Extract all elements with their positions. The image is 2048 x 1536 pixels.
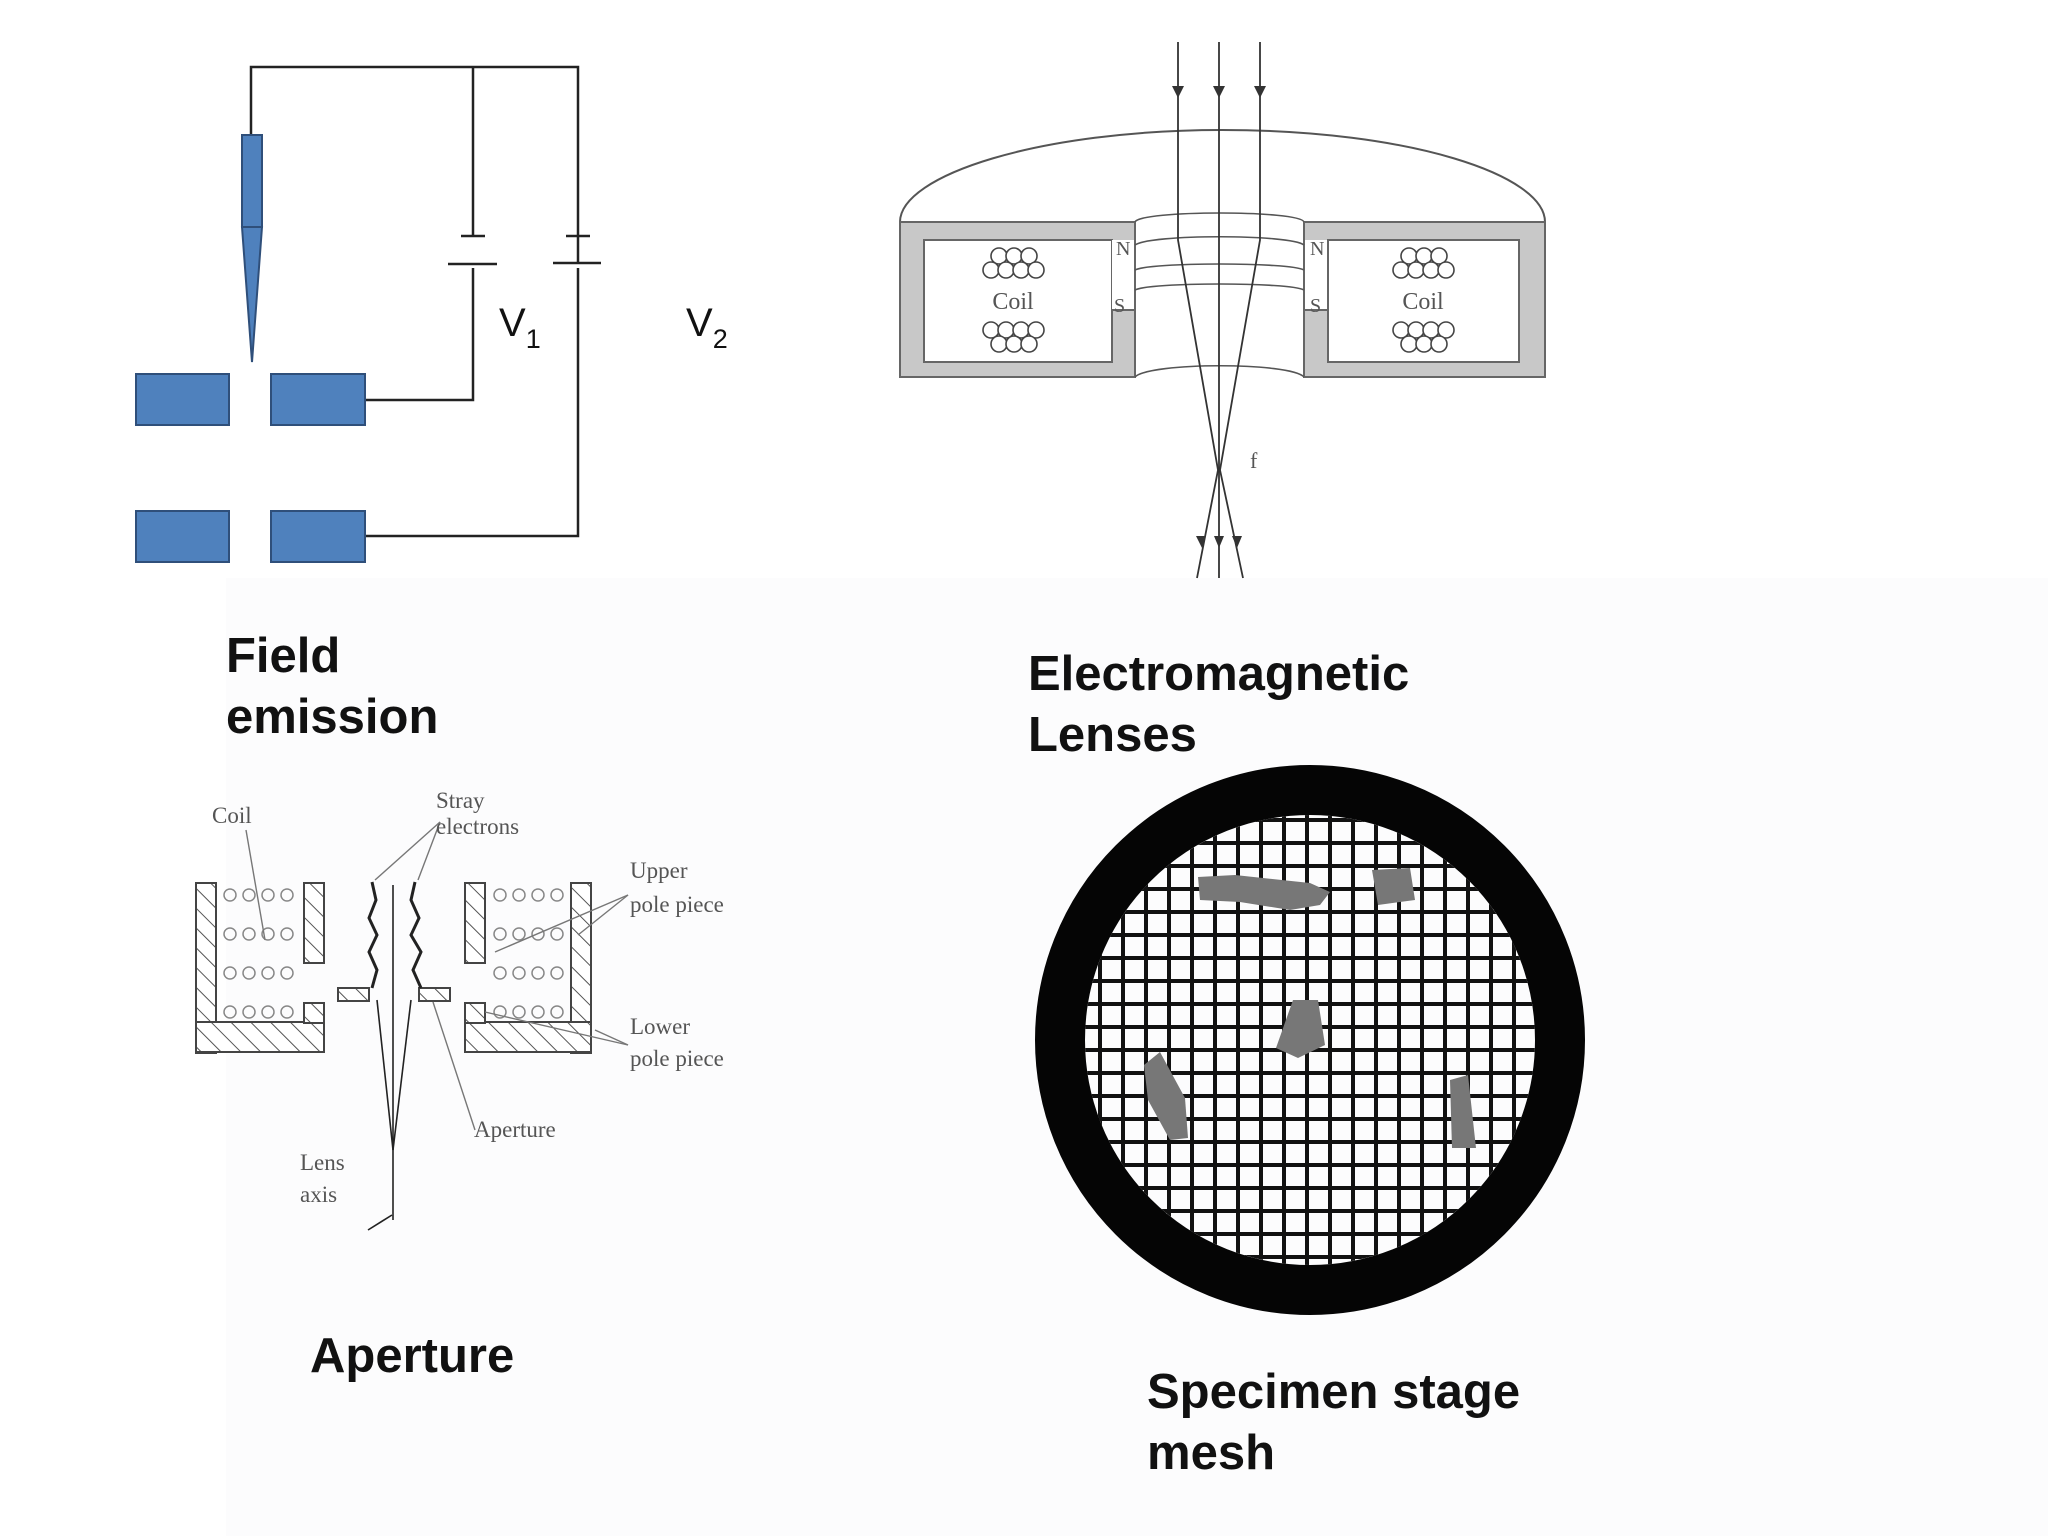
anode1-left-plate: [135, 373, 230, 426]
label-lower-pole-2: pole piece: [630, 1046, 724, 1071]
specimen-mesh-diagram: [1035, 765, 1585, 1315]
pole-s-left-label: S: [1114, 295, 1125, 317]
caption-field-emission: Field emission: [226, 626, 438, 748]
label-stray-electrons-2: electrons: [436, 814, 519, 839]
pole-n-right-label: N: [1310, 238, 1324, 260]
aperture-plates: [337, 987, 451, 1002]
anode2-right-plate: [270, 510, 366, 563]
aperture-diagram: Coil Stray electrons Upper pole piece Lo…: [195, 788, 724, 1231]
label-coil: Coil: [212, 803, 252, 828]
caption-em-lenses-line1: Electromagnetic: [1028, 647, 1410, 701]
stray-electrons: [367, 881, 423, 989]
emitter-tip: [240, 134, 264, 363]
beam-arrowheads: [1172, 86, 1266, 548]
caption-aperture-line1: Aperture: [310, 1329, 515, 1383]
anode2-left-plate: [135, 510, 230, 563]
aperture-leader-lines: [245, 821, 629, 1131]
specimen-flakes: [1144, 868, 1476, 1148]
v1-label: V1: [499, 301, 541, 354]
electron-beam-rays: [1177, 42, 1261, 579]
specimen-flake-1: [1198, 875, 1330, 910]
right-coil-label: Coil: [1402, 289, 1444, 315]
battery-v1: [448, 234, 497, 266]
caption-field-emission-line2: emission: [226, 690, 439, 744]
left-pole-piece: [195, 882, 325, 1054]
right-pole-yoke: [1303, 221, 1546, 378]
anode1-right-plate: [270, 373, 366, 426]
right-pole-piece: [464, 882, 592, 1054]
specimen-flake-4: [1144, 1052, 1188, 1140]
label-upper-pole-1: Upper: [630, 858, 688, 883]
pole-n-left-label: N: [1116, 238, 1130, 260]
caption-em-lenses-line2: Lenses: [1028, 708, 1197, 762]
label-lens-axis-2: axis: [300, 1182, 337, 1207]
mesh-ring: [1035, 765, 1585, 1315]
pole-s-right-label: S: [1310, 295, 1321, 317]
caption-field-emission-line1: Field: [226, 629, 341, 683]
specimen-flake-2: [1372, 868, 1415, 905]
aperture-beam-lines: [367, 885, 412, 1231]
caption-specimen-line2: mesh: [1147, 1426, 1276, 1480]
label-stray-electrons-1: Stray: [436, 788, 485, 813]
electrode-plates: [135, 373, 366, 563]
label-lens-axis-1: Lens: [300, 1150, 345, 1175]
left-coil-windings: [982, 247, 1045, 353]
field-emission-diagram: V1 V2: [135, 65, 728, 563]
right-coil-windings: [1392, 247, 1455, 353]
em-lens-diagram: Coil Coil N S N S f: [899, 42, 1546, 579]
caption-electromagnetic-lenses: Electromagnetic Lenses: [1028, 644, 1409, 766]
label-lower-pole-1: Lower: [630, 1014, 690, 1039]
focal-point-label: f: [1250, 448, 1258, 473]
specimen-flake-5: [1450, 1075, 1476, 1148]
specimen-flake-3: [1276, 1000, 1325, 1058]
label-aperture: Aperture: [474, 1117, 556, 1142]
label-upper-pole-2: pole piece: [630, 892, 724, 917]
caption-specimen-line1: Specimen stage: [1147, 1365, 1521, 1419]
caption-specimen-stage-mesh: Specimen stage mesh: [1147, 1362, 1520, 1484]
lower-background-panel: [226, 578, 2048, 1536]
battery-v2: [553, 234, 601, 265]
v2-label: V2: [686, 301, 728, 354]
lens-housing-dome: [899, 128, 1546, 223]
circuit-wires: [249, 65, 580, 538]
caption-aperture: Aperture: [310, 1326, 514, 1387]
left-coil-label: Coil: [992, 289, 1034, 315]
aperture-coil-windings: [223, 888, 564, 1019]
